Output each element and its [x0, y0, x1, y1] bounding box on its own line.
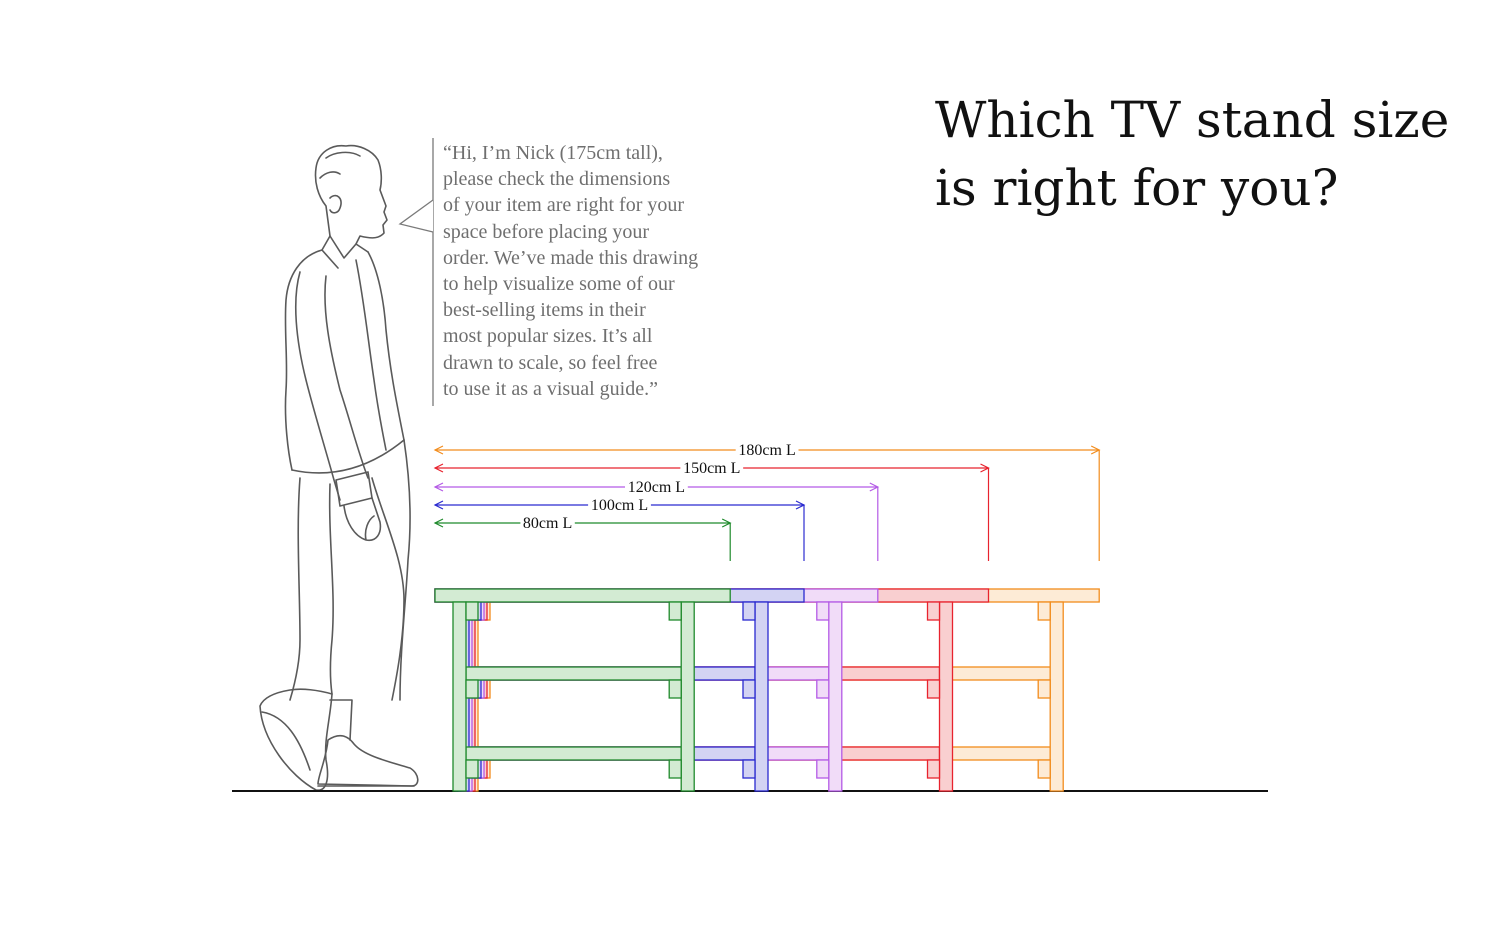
- stand-bracket: [465, 601, 479, 621]
- arrow-left-icon: [433, 463, 444, 473]
- dimension-label-bg: [520, 515, 575, 531]
- quote-line: please check the dimensions: [443, 168, 671, 191]
- quote-line: to use it as a visual guide.”: [443, 377, 658, 400]
- dimension-label: 180cm L: [738, 442, 795, 459]
- stand-bracket: [816, 679, 830, 699]
- stand-leg: [754, 601, 769, 792]
- dimension-label: 150cm L: [683, 460, 740, 477]
- speech-callout: [398, 138, 434, 406]
- stand-bracket: [668, 601, 682, 621]
- stand-bracket: [1037, 601, 1051, 621]
- stand-bracket: [465, 759, 479, 779]
- stand-bracket: [816, 601, 830, 621]
- title-line-1: Which TV stand size: [935, 91, 1450, 149]
- nick-figure-icon: [259, 144, 419, 791]
- stand-bracket: [742, 679, 756, 699]
- dimension-label-bg: [735, 442, 799, 458]
- stand-bracket: [1037, 679, 1051, 699]
- dimension-label-bg: [588, 497, 651, 513]
- stand-leg: [1049, 601, 1064, 792]
- quote-line: drawn to scale, so feel free: [443, 351, 658, 374]
- stand-bracket: [816, 759, 830, 779]
- title-line-2: is right for you?: [935, 159, 1339, 217]
- dimension-label: 100cm L: [591, 497, 648, 514]
- stand-bracket: [668, 679, 682, 699]
- stand-leg: [828, 601, 843, 792]
- arrow-left-icon: [433, 445, 444, 455]
- dimension-80cm: [433, 518, 732, 561]
- dimension-label-bg: [680, 460, 744, 476]
- stand-top: [434, 588, 731, 603]
- dimension-150cm: [433, 463, 990, 561]
- stand-leg: [938, 601, 954, 792]
- stand-leg: [452, 601, 467, 792]
- quote-line: of your item are right for your: [443, 194, 685, 217]
- stand-bracket: [926, 679, 941, 699]
- arrow-left-icon: [433, 518, 444, 528]
- stand-bracket: [465, 679, 479, 699]
- dimension-180cm: [433, 445, 1101, 561]
- tv-stand-120cm: [434, 588, 879, 792]
- quote-line: best-selling items in their: [443, 299, 646, 322]
- quote-line: order. We’ve made this drawing: [443, 246, 699, 269]
- arrow-left-icon: [433, 482, 444, 492]
- tv-stands: [434, 588, 1100, 792]
- stand-bracket: [668, 759, 682, 779]
- page-title: Which TV stand size is right for you?: [935, 86, 1475, 222]
- stand-shelf: [465, 666, 682, 681]
- stand-bracket: [926, 759, 941, 779]
- quote-line: to help visualize some of our: [443, 273, 675, 296]
- stand-shelf: [465, 746, 682, 761]
- stand-bracket: [742, 601, 756, 621]
- dimension-label-bg: [625, 479, 688, 495]
- arrow-left-icon: [433, 500, 444, 510]
- stand-leg: [680, 601, 695, 792]
- nick-quote: “Hi, I’m Nick (175cm tall), please check…: [443, 140, 803, 402]
- quote-line: “Hi, I’m Nick (175cm tall),: [443, 142, 663, 164]
- tv-stand-80cm: [434, 588, 731, 792]
- quote-line: space before placing your: [443, 220, 650, 243]
- dimension-label: 120cm L: [628, 479, 685, 496]
- dimension-label: 80cm L: [523, 515, 572, 532]
- tv-stand-150cm: [434, 588, 990, 792]
- stand-bracket: [1037, 759, 1051, 779]
- stand-bracket: [742, 759, 756, 779]
- quote-line: most popular sizes. It’s all: [443, 325, 653, 348]
- stand-bracket: [926, 601, 941, 621]
